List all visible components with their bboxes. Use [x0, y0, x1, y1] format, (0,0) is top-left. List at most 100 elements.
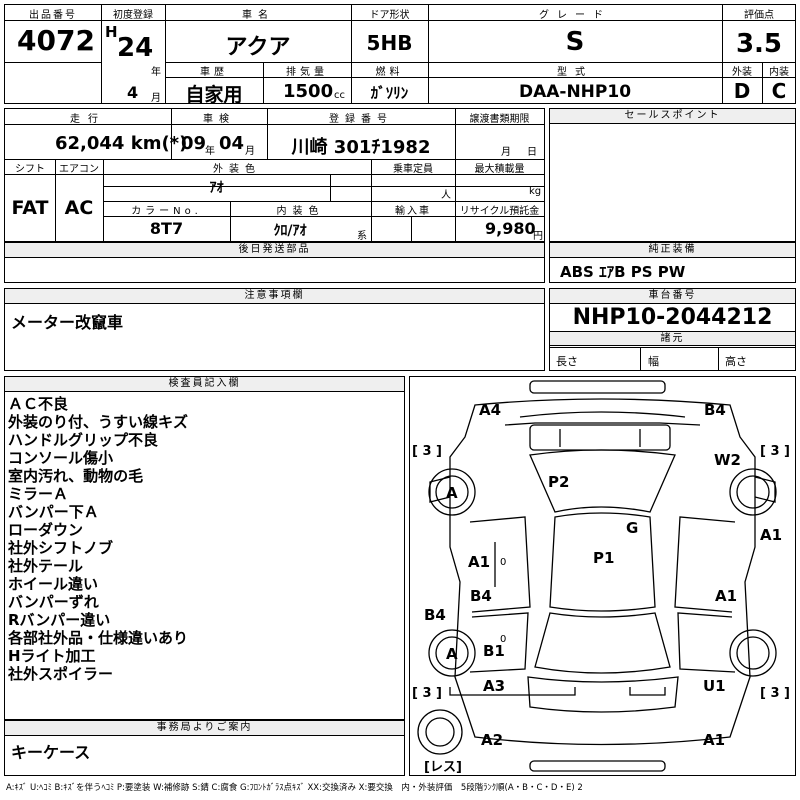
ac-label: エアコン	[59, 164, 99, 175]
first-reg-month: 4	[127, 83, 139, 102]
shift-label: シフト	[15, 164, 45, 175]
office-box: 事務局よりご案内 キーケース	[4, 720, 405, 776]
front-grille	[529, 424, 671, 451]
specs-label: 諸元	[550, 331, 795, 346]
int-color: ｸﾛ/ｱｵ	[273, 223, 307, 239]
inspector-note-line: コンソール傷小	[8, 449, 114, 467]
mark-u1: U1	[703, 677, 726, 695]
mark-p2: P2	[548, 473, 569, 491]
tread-rear-left: [ 3 ]	[412, 686, 442, 701]
mark-a2: A2	[481, 731, 503, 749]
history-label: 車歴	[200, 67, 228, 78]
year-unit: 年	[151, 67, 161, 78]
chassis-box: 車台番号 NHP10-2044212 諸元 長さ 幅 高さ	[549, 288, 796, 371]
inspector-note-line: ハンドルグリップ不良	[8, 431, 159, 449]
mark-b4-top: B4	[704, 401, 726, 419]
chassis-number: NHP10-2044212	[572, 305, 773, 330]
inspector-note-line: 社外シフトノブ	[8, 539, 114, 557]
int-color-suffix: 系	[357, 231, 367, 242]
inspector-notes-list: ＡＣ不良外装のり付、うすい線キズハンドルグリップ不良コンソール傷小室内汚れ、動物…	[8, 395, 188, 683]
damage-diagram-box: A4 B4 W2 P2 G P1 A1 A1 B4 A1 B4 B1 A3 U1…	[409, 376, 796, 776]
roof-outline	[549, 512, 656, 612]
shift: FAT	[11, 197, 49, 219]
grade-label: グレード	[539, 10, 611, 21]
wheel-rear-right	[729, 629, 777, 677]
exterior: D	[733, 79, 751, 103]
mark-zero-1: 0	[500, 557, 506, 568]
door: 5HB	[366, 31, 413, 55]
max-load-unit: kg	[529, 186, 542, 197]
color-no: 8T7	[149, 219, 184, 238]
history: 自家用	[185, 84, 243, 106]
spare-label: [レス]	[424, 760, 462, 775]
car-name-label: 車名	[242, 10, 274, 21]
legend-text: A:ｷｽﾞ U:ﾍｺﾐ B:ｷｽﾞを伴うﾍｺﾐ P:要塗装 W:補修跡 S:錆 …	[6, 783, 583, 793]
recycle: 9,980	[485, 219, 536, 238]
grade: S	[565, 27, 585, 57]
rear-bumper-strip	[529, 760, 666, 772]
capacity-unit: 人	[441, 190, 451, 201]
max-load-label: 最大積載量	[474, 164, 525, 175]
inspector-note-line: ホイール違い	[8, 575, 99, 593]
mark-g: G	[626, 519, 638, 537]
tread-front-right: [ 3 ]	[760, 444, 790, 459]
model: DAA-NHP10	[518, 82, 632, 102]
inspector-note-line: バンパー下Ａ	[8, 503, 99, 521]
interior-label: 内装	[769, 67, 789, 78]
windshield-outline	[529, 449, 676, 513]
door-label: ドア形状	[369, 10, 410, 21]
rating: 3.5	[735, 29, 783, 59]
later-parts-box: 後日発送部品	[4, 242, 545, 283]
mark-a1-bottom: A1	[703, 731, 725, 749]
genuine-value: ABS ｴｱB PS PW	[560, 263, 686, 281]
interior: C	[771, 79, 787, 103]
spec-length-label: 長さ	[556, 355, 578, 368]
transfer-label: 譲渡書類期限	[469, 114, 530, 125]
genuine-label: 純正装備	[550, 243, 795, 258]
tread-front-left: [ 3 ]	[412, 444, 442, 459]
color-no-label: カラーNo.	[131, 206, 202, 217]
lot-no-label: 出品番号	[29, 10, 77, 21]
transfer-month-unit: 月	[501, 147, 511, 158]
top-header: 出品番号 4072 初度登録 H 24 年 4 月 車名 アクア ドア形状 5H…	[4, 4, 796, 106]
mark-b4-left: B4	[424, 606, 446, 624]
wheel-front-left	[428, 468, 476, 516]
mark-b1: B1	[483, 642, 505, 660]
month-unit: 月	[151, 93, 161, 104]
mark-a1-right: A1	[760, 526, 782, 544]
import-label: 輸入車	[395, 206, 431, 217]
mileage: 62,044 km(*)	[55, 133, 188, 154]
later-parts-label: 後日発送部品	[5, 243, 544, 258]
spec-height-label: 高さ	[725, 355, 747, 368]
genuine-equipment-box: 純正装備 ABS ｴｱB PS PW	[549, 242, 796, 283]
mark-a3: A3	[483, 677, 505, 695]
spare-tire	[417, 709, 463, 755]
front-bumper-strip	[529, 380, 666, 394]
inspection-month-unit: 月	[245, 146, 255, 157]
inspector-note-line: ローダウン	[8, 521, 84, 539]
sales-point-box: セールスポイント	[549, 108, 796, 242]
exterior-label: 外装	[732, 67, 752, 78]
recycle-label: リサイクル預託金	[459, 206, 540, 217]
inspector-notes-box: 検査員記入欄 ＡＣ不良外装のり付、うすい線キズハンドルグリップ不良コンソール傷小…	[4, 376, 405, 720]
wheel-front-right	[729, 468, 777, 516]
displacement-label: 排気量	[286, 67, 328, 78]
mark-wheel-a-bottom: A	[446, 645, 458, 663]
capacity-label: 乗車定員	[393, 164, 433, 175]
ac: AC	[64, 197, 94, 219]
inspection-year: 09	[181, 133, 207, 154]
notes-text: メーター改竄車	[11, 313, 124, 332]
mark-a1-left: A1	[468, 553, 490, 571]
inspector-note-line: ＡＣ不良	[8, 395, 69, 413]
sales-point-label: セールスポイント	[550, 109, 795, 124]
inspector-note-line: 社外テール	[8, 557, 84, 575]
plate-label: 登録番号	[329, 114, 393, 125]
mileage-label: 走行	[70, 114, 106, 125]
office-text: キーケース	[11, 743, 91, 762]
vehicle-details: 走行 62,044 km(*) 車検 09 年 04 月 登録番号 川崎 301…	[4, 108, 545, 242]
car-name: アクア	[225, 35, 291, 60]
recycle-unit: 円	[533, 231, 543, 242]
model-label: 型式	[557, 67, 593, 78]
mark-p1: P1	[593, 549, 614, 567]
inspection-month: 04	[219, 133, 245, 154]
